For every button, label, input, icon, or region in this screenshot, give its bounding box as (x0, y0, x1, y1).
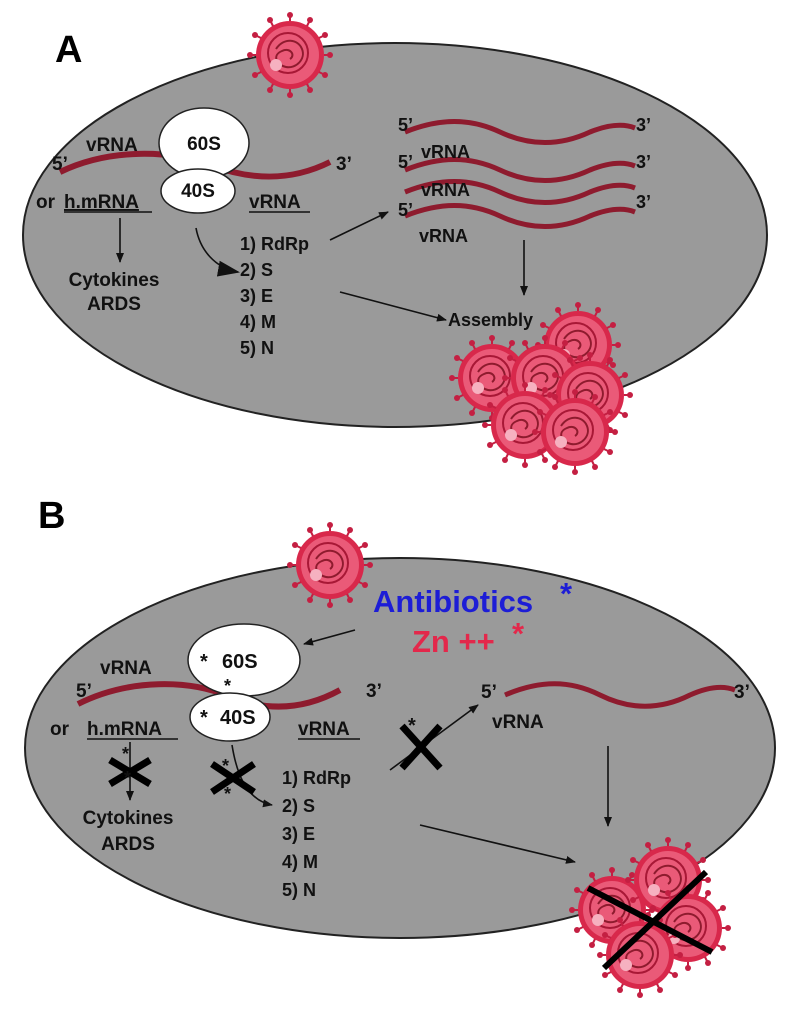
ribosome-60s-label-a: 60S (187, 134, 221, 155)
rna-copy-strand (404, 119, 636, 145)
assembly-label-a: Assembly (448, 310, 533, 330)
block-cross-stroke (601, 869, 709, 971)
antibiotics-asterisk: * (560, 576, 573, 611)
rna-copy-strand-b (504, 681, 736, 709)
zinc-label: Zn ++ (412, 624, 495, 659)
vrna-top-label-b: vRNA (100, 658, 152, 679)
ribosome-gap-asterisk-b: * (224, 676, 231, 696)
copy-vrna-label: vRNA (419, 226, 468, 246)
ribosome-40s-label-b: 40S (220, 707, 256, 729)
panel-a-label: A (55, 29, 82, 71)
copy-five-prime: 5’ (398, 152, 413, 172)
ribosome-40s-label-a: 40S (181, 181, 215, 202)
copy-vrna-label-b: vRNA (492, 712, 544, 733)
protein-item-b: 1) RdRp (282, 768, 351, 788)
panel-b-label: B (38, 495, 65, 537)
protein-list-b: 1) RdRp 2) S 3) E 4) M 5) N (282, 768, 351, 900)
protein-item-a: 3) E (240, 286, 273, 306)
protein-item-b: 3) E (282, 824, 315, 844)
copy-three-prime: 3’ (636, 115, 651, 135)
rna-copy-strand (404, 179, 636, 205)
copy-five-prime-b: 5’ (481, 682, 497, 703)
three-prime-label-b: 3’ (366, 681, 382, 702)
block-cross-stroke (399, 723, 443, 771)
five-prime-label-b: 5’ (76, 681, 92, 702)
three-prime-label-a: 3’ (336, 154, 352, 175)
ribosome-60s-asterisk-b: * (200, 651, 208, 673)
copy-vrna-label: vRNA (421, 142, 470, 162)
ribosome-60s-label-b: 60S (222, 651, 258, 673)
hmrna-label-a: h.mRNA (64, 192, 139, 213)
copy-five-prime: 5’ (398, 200, 413, 220)
block-cross-replication (399, 723, 443, 771)
cell-a (22, 42, 768, 428)
copy-five-prime: 5’ (398, 115, 413, 135)
ards-label-a: ARDS (87, 294, 141, 315)
cytokines-label-b: Cytokines (83, 808, 174, 829)
or-label-b: or (50, 719, 70, 740)
arrow-to-replication-a (329, 211, 389, 241)
protein-item-a: 1) RdRp (240, 234, 309, 254)
copy-three-prime-b: 3’ (734, 682, 750, 703)
vrna-top-label-a: vRNA (86, 135, 138, 156)
block-cross-assembly (586, 869, 714, 971)
cytokines-label-a: Cytokines (69, 270, 160, 291)
block-cross-stroke (108, 756, 152, 788)
arrow-drug-to-ribosome (303, 629, 356, 646)
vrna-under-label-a: vRNA (249, 192, 301, 213)
arrow-proteins-to-assembly-b (419, 824, 576, 864)
ards-label-b: ARDS (101, 834, 155, 855)
antibiotic-block-asterisk: * (222, 756, 229, 776)
antibiotics-label: Antibiotics (373, 584, 533, 619)
rna-copy-strand (404, 157, 636, 183)
ribosome-40s-asterisk-b: * (200, 707, 208, 729)
block-cross-cytokines (108, 756, 152, 788)
block-cross-translation (210, 761, 256, 795)
zinc-block-asterisk: * (224, 784, 231, 804)
protein-item-a: 4) M (240, 312, 276, 332)
block-cross-stroke (210, 761, 256, 795)
rna-copies-a: 5’ 3’ vRNA 5’ 3’ vRNA 5’ 3’ vRNA (398, 115, 651, 246)
hmrna-label-b: h.mRNA (87, 719, 162, 740)
zinc-replication-asterisk: * (408, 715, 416, 737)
copy-three-prime: 3’ (636, 192, 651, 212)
block-cross-stroke (586, 885, 714, 955)
protein-list-a: 1) RdRp 2) S 3) E 4) M 5) N (240, 234, 309, 358)
zinc-block-asterisk: * (124, 768, 131, 788)
vrna-under-label-b: vRNA (298, 719, 350, 740)
ribosome-40s-b (189, 692, 271, 742)
zinc-asterisk: * (512, 616, 525, 651)
or-label-a: or (36, 192, 56, 213)
arrow-to-assembly-a (339, 291, 447, 322)
arrow-to-proteins-a (195, 227, 240, 277)
copy-three-prime: 3’ (636, 152, 651, 172)
rna-copy-strand (404, 203, 636, 229)
antibiotic-block-asterisk: * (122, 744, 129, 764)
protein-item-a: 2) S (240, 260, 273, 280)
protein-item-a: 5) N (240, 338, 274, 358)
ribosome-40s-a (160, 168, 236, 214)
protein-item-b: 5) N (282, 880, 316, 900)
copy-vrna-label: vRNA (421, 180, 470, 200)
protein-item-b: 2) S (282, 796, 315, 816)
five-prime-label-a: 5’ (52, 154, 68, 175)
protein-item-b: 4) M (282, 852, 318, 872)
